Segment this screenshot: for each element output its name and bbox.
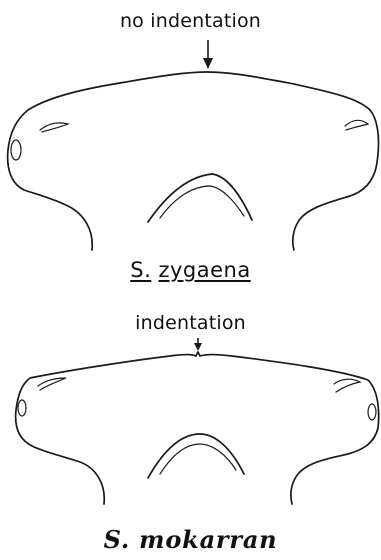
mokarran-right-eye — [368, 404, 376, 420]
species-name-mokarran: S. mokarran — [0, 525, 381, 554]
mokarran-right-nostril — [334, 379, 360, 392]
mokarran-left-eye — [18, 400, 26, 416]
mokarran-mouth-inner — [160, 444, 236, 474]
mokarran-head-contour — [16, 352, 379, 504]
mokarran-left-nostril — [38, 378, 66, 390]
arrowhead-indentation — [194, 343, 202, 351]
